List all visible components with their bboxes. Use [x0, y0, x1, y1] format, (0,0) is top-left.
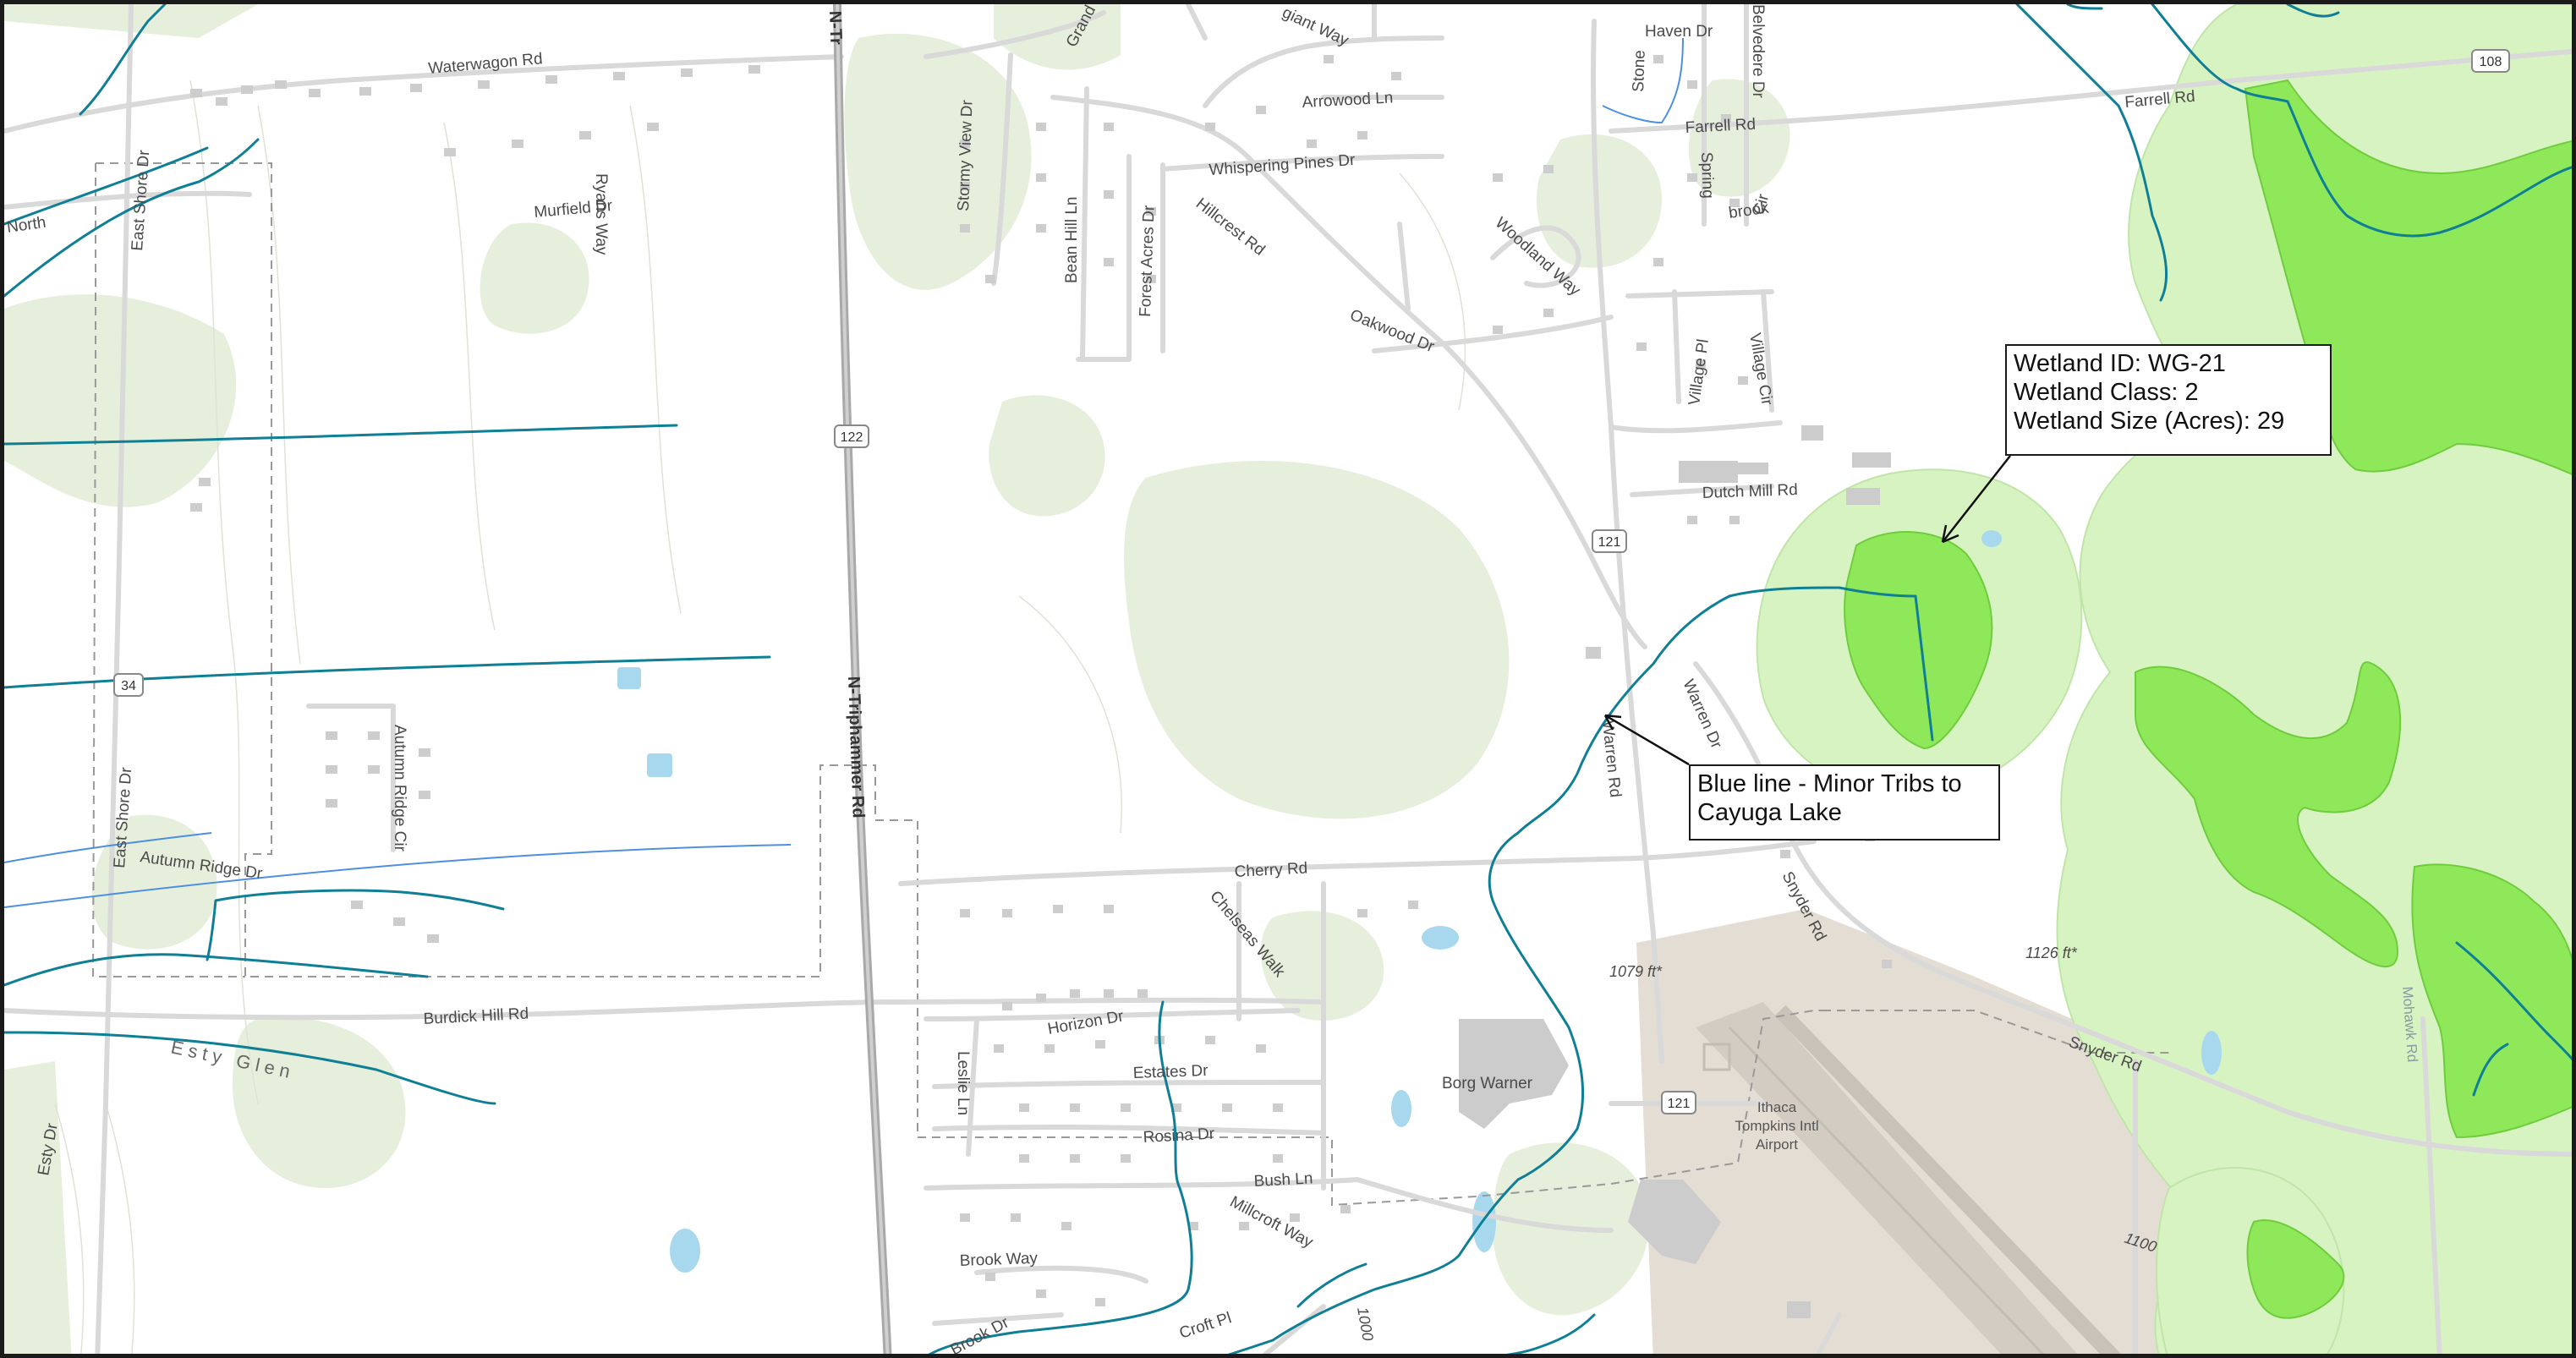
label-spring: Spring [1697, 151, 1717, 199]
route-shield-121-north: 121 [1592, 529, 1627, 553]
highway-n-triphammer [833, 4, 892, 1354]
label-rosina-dr: Rosina Dr [1143, 1125, 1215, 1147]
label-elevation-1079: 1079 ft* [1609, 963, 1663, 980]
minor-tributaries [4, 37, 1684, 908]
svg-text:121: 121 [1598, 535, 1621, 550]
wetland-info-callout: Wetland ID: WG-21 Wetland Class: 2 Wetla… [2005, 344, 2332, 456]
label-airport-tompkins: Tompkins Intl [1735, 1118, 1818, 1134]
label-haven-dr: Haven Dr [1645, 23, 1713, 41]
boundary-lines [91, 162, 2169, 1207]
svg-text:34: 34 [121, 679, 136, 693]
label-elevation-1126: 1126 ft* [2025, 945, 2078, 961]
svg-text:122: 122 [841, 430, 863, 445]
label-n-tr: N-Tr [825, 10, 845, 45]
water-bodies [617, 530, 2222, 1273]
label-airport-airport: Airport [1756, 1136, 1798, 1153]
svg-text:121: 121 [1668, 1097, 1691, 1111]
label-leslie-ln: Leslie Ln [954, 1051, 972, 1115]
buildings [1459, 425, 1891, 1318]
label-cherry-rd: Cherry Rd [1234, 859, 1308, 881]
tribs-info-callout: Blue line - Minor Tribs to Cayuga Lake [1689, 764, 2000, 841]
minor-roads [4, 4, 2572, 1354]
contour-lines [54, 79, 1466, 1354]
label-bean-hill-ln: Bean Hill Ln [1063, 197, 1081, 283]
house-dots [190, 55, 1892, 1306]
label-bush-ln: Bush Ln [1253, 1169, 1313, 1191]
route-shield-122: 122 [834, 424, 869, 448]
wetland-callout-arrow [1941, 455, 2011, 544]
streams [4, 4, 2572, 1354]
label-ryans-way: Ryans Way [592, 173, 610, 255]
label-forest-acres-dr: Forest Acres Dr [1137, 205, 1159, 317]
wetland-wg-21[interactable] [1844, 531, 1993, 750]
label-belvedere-dr: Belvedere Dr [1749, 4, 1767, 99]
label-airport-ithaca: Ithaca [1757, 1099, 1797, 1115]
label-dutch-mill-rd: Dutch Mill Rd [1702, 481, 1798, 502]
tribs-callout-arrow [1603, 714, 1690, 766]
label-stormy-view-dr: Stormy View Dr [955, 99, 977, 211]
label-autumn-ridge-cir: Autumn Ridge Cir [391, 725, 408, 852]
label-farrell-rd-left: Farrell Rd [1685, 116, 1756, 137]
label-borg-warner: Borg Warner [1442, 1075, 1533, 1092]
tribs-line-1: Blue line - Minor Tribs to [1697, 770, 1962, 797]
wetland-class: Wetland Class: 2 [2014, 379, 2199, 406]
svg-text:108: 108 [2480, 55, 2502, 69]
label-brook-way: Brook Way [959, 1250, 1038, 1270]
route-shield-108: 108 [2471, 49, 2510, 73]
label-stone: Stone [1630, 50, 1649, 92]
wetland-map[interactable]: Waterwagon Rd Ryans Way Murfield Dr East… [4, 4, 2576, 1358]
wetland-size: Wetland Size (Acres): 29 [2014, 408, 2285, 435]
label-estates-dr: Estates Dr [1132, 1062, 1209, 1082]
wetland-id: Wetland ID: WG-21 [2014, 350, 2226, 377]
route-shield-121-south: 121 [1661, 1091, 1696, 1114]
route-shield-34: 34 [113, 673, 144, 697]
tribs-line-2: Cayuga Lake [1697, 799, 1842, 826]
